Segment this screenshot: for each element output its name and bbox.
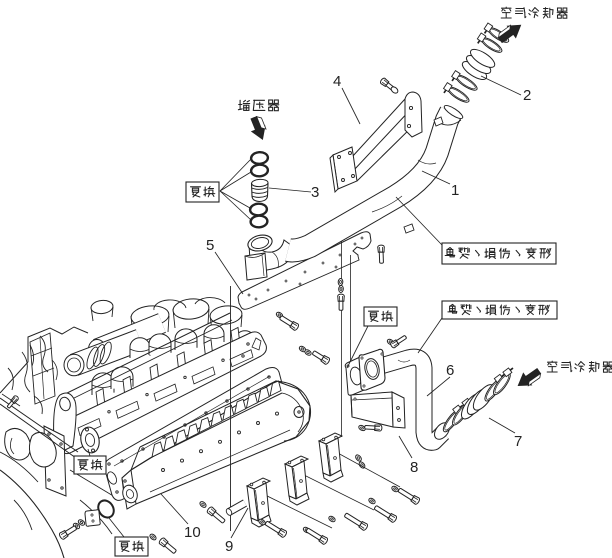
svg-text:3: 3: [311, 184, 319, 201]
svg-text:6: 6: [446, 362, 454, 379]
svg-text:5: 5: [206, 237, 214, 254]
svg-text:10: 10: [184, 524, 201, 541]
svg-text:2: 2: [523, 87, 531, 104]
svg-text:8: 8: [410, 459, 418, 476]
svg-text:1: 1: [451, 182, 459, 199]
svg-text:9: 9: [225, 538, 233, 555]
svg-text:7: 7: [514, 433, 522, 450]
svg-text:4: 4: [333, 73, 341, 90]
